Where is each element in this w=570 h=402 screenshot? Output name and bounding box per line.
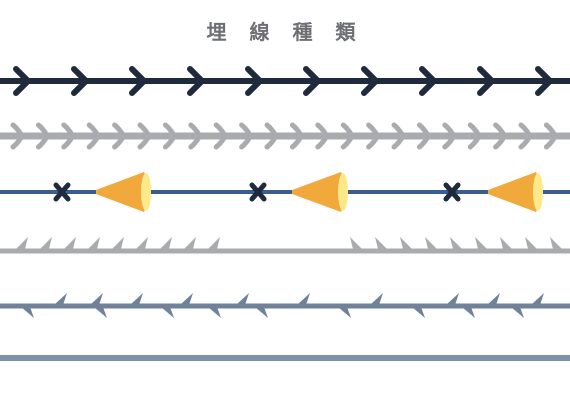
cone [292, 172, 346, 212]
barb-bottom [112, 133, 127, 150]
tooth [112, 237, 124, 249]
cone-rim [533, 173, 543, 211]
cone [96, 172, 149, 212]
barb-top [370, 293, 383, 305]
sparse-barbed-thread [0, 293, 570, 318]
barb-bottom [35, 133, 50, 150]
tooth [500, 237, 512, 249]
cone [488, 172, 541, 212]
chevron-barbed-thread [0, 66, 570, 96]
barb [303, 66, 321, 96]
barb-bottom [543, 133, 558, 150]
barb-bottom [391, 133, 406, 150]
barb-bottom [511, 307, 524, 318]
barb [129, 66, 147, 96]
barb-bottom [94, 307, 107, 318]
barb [419, 66, 437, 96]
barb [187, 66, 205, 96]
barb-top [487, 293, 500, 305]
barb-top [236, 293, 249, 305]
tooth [450, 237, 462, 249]
barb-bottom [462, 307, 475, 318]
barb-bottom [188, 133, 203, 150]
tooth [64, 237, 76, 249]
barb-top [297, 293, 310, 305]
barb-bottom [86, 133, 101, 150]
tooth [350, 237, 362, 249]
tooth [160, 237, 172, 249]
barb-top [130, 293, 143, 305]
barb-bottom [412, 307, 425, 318]
barb-bottom [10, 133, 25, 150]
tooth [184, 237, 196, 249]
tooth [136, 237, 148, 249]
barb-bottom [416, 133, 431, 150]
barb-bottom [161, 307, 174, 318]
barb [535, 66, 553, 96]
sawtooth-thread [0, 237, 570, 254]
barb-bottom [442, 133, 457, 150]
tooth [400, 237, 412, 249]
barb-bottom [366, 133, 381, 150]
barb-bottom [340, 133, 355, 150]
barb [361, 66, 379, 96]
barb [245, 66, 263, 96]
dense-barbed-thread [0, 122, 570, 150]
tooth [375, 237, 387, 249]
cone-rim [141, 173, 151, 211]
barb-bottom [162, 133, 177, 150]
barb-top [531, 293, 544, 305]
barb-bottom [21, 307, 34, 318]
barb-top [446, 293, 459, 305]
barb-bottom [264, 133, 279, 150]
barb-bottom [213, 133, 228, 150]
barb-bottom [493, 133, 508, 150]
barb [71, 66, 89, 96]
barb-top [54, 293, 67, 305]
tooth [88, 237, 100, 249]
tooth [525, 237, 537, 249]
barb-bottom [289, 133, 304, 150]
barb-bottom [467, 133, 482, 150]
tooth [16, 237, 28, 249]
knot-stroke [53, 182, 71, 202]
knot-stroke [443, 182, 461, 202]
barb-bottom [239, 133, 254, 150]
tooth [208, 237, 220, 249]
diagram-title: 埋 線 種 類 [206, 20, 364, 44]
tooth [550, 237, 562, 249]
tooth [475, 237, 487, 249]
barb-bottom [208, 307, 221, 318]
barb-top [180, 293, 193, 305]
barb-bottom [315, 133, 330, 150]
barb [13, 66, 31, 96]
barb-bottom [518, 133, 533, 150]
barb-bottom [61, 133, 76, 150]
barb-bottom [255, 307, 268, 318]
tooth [425, 237, 437, 249]
barb-bottom [137, 133, 152, 150]
cone-cog-thread [0, 172, 570, 212]
tooth [40, 237, 52, 249]
knot-stroke [249, 182, 267, 202]
barb-bottom [338, 307, 351, 318]
barb-top [90, 293, 103, 305]
barb [477, 66, 495, 96]
cone-rim [338, 173, 348, 211]
